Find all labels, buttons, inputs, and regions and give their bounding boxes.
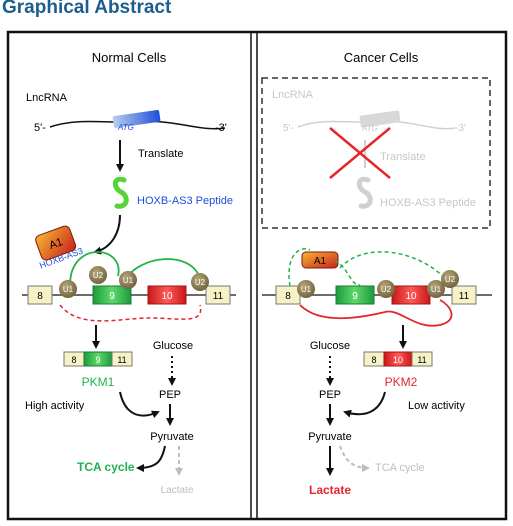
cancer-u2-label-b: U2 xyxy=(445,275,456,284)
normal-a1-complex: A1 HOXB-AS3 xyxy=(35,225,84,271)
cancer-lncrna-label: LncRNA xyxy=(272,89,314,101)
cancer-atg-orf xyxy=(359,110,401,128)
cancer-five-prime: 5'- xyxy=(283,123,294,134)
normal-activity-label: High activity xyxy=(25,400,85,412)
cancer-exon-10-label: 10 xyxy=(405,291,417,302)
normal-glucose-label: Glucose xyxy=(153,340,193,352)
normal-u1-label-b: U1 xyxy=(123,276,134,285)
cancer-green-dashed-loop xyxy=(288,248,361,287)
cancer-lactate-label: Lactate xyxy=(309,483,351,497)
graphical-abstract-title: Graphical Abstract xyxy=(2,0,172,18)
cancer-activity-label: Low activity xyxy=(408,400,465,412)
normal-mrna-exon-11 xyxy=(111,351,133,367)
cancer-a1-label: A1 xyxy=(314,256,327,267)
cancer-mrna-exon-8-label: 8 xyxy=(371,355,376,365)
normal-exon-8-label: 8 xyxy=(37,291,43,302)
normal-exon-10 xyxy=(147,285,187,305)
cancer-glucose-label: Glucose xyxy=(310,340,350,352)
normal-lncrna-label: LncRNA xyxy=(26,92,68,104)
cancer-pkm-label: PKM2 xyxy=(385,375,418,389)
normal-mrna-exon-8-label: 8 xyxy=(71,355,76,365)
cancer-peptide-label: HOXB-AS3 Peptide xyxy=(380,197,476,209)
cancer-cells-panel: Cancer Cells LncRNA 5'- -3' ATG Translat… xyxy=(261,50,492,497)
cancer-green-dashed-loop-2 xyxy=(339,251,446,279)
cancer-pep-label: PEP xyxy=(319,389,341,401)
cancer-translate-label: Translate xyxy=(380,151,425,163)
cancer-exon-8-label: 8 xyxy=(285,291,291,302)
normal-binding-arrow xyxy=(93,214,121,255)
normal-pyruvate-to-tca-arrow xyxy=(136,445,166,472)
normal-u1-protein-a xyxy=(59,280,77,298)
cancer-u1-protein-a xyxy=(297,280,315,298)
cancer-peptide-squiggle xyxy=(356,176,373,209)
normal-mrna-exon-9-label: 9 xyxy=(95,355,100,365)
cancer-u2-label-a: U2 xyxy=(381,285,392,294)
normal-peptide-squiggle xyxy=(112,176,129,209)
normal-tca-label: TCA cycle xyxy=(77,460,135,474)
normal-peptide-label: HOXB-AS3 Peptide xyxy=(137,195,233,207)
cancer-pyruvate-to-tca-arrow xyxy=(339,445,370,472)
cancer-translation-blocked-cross xyxy=(329,127,391,179)
cancer-three-prime: -3' xyxy=(455,123,466,134)
cancer-u2-protein-a xyxy=(377,280,395,298)
normal-exon-11 xyxy=(205,285,231,305)
cancer-red-loop xyxy=(299,299,453,327)
normal-pyruvate-label: Pyruvate xyxy=(150,431,193,443)
normal-u1-protein-b xyxy=(119,271,137,289)
normal-exon-11-label: 11 xyxy=(213,291,224,302)
normal-mrna-exon-11-label: 11 xyxy=(117,355,126,365)
normal-u2-protein-b xyxy=(191,273,209,291)
cancer-exon-11-label: 11 xyxy=(459,291,470,302)
cancer-u1-protein-b xyxy=(427,280,445,298)
normal-green-loop-1 xyxy=(69,251,120,286)
normal-exon-9 xyxy=(92,285,132,305)
cancer-u2-protein-b xyxy=(441,270,459,288)
normal-cells-panel: Normal Cells LncRNA 5'- -3' ATG Translat… xyxy=(22,50,236,496)
normal-u2-label-a: U2 xyxy=(93,271,104,280)
normal-red-dashed-loop xyxy=(59,304,202,322)
normal-u1-label-a: U1 xyxy=(63,285,74,294)
cancer-tca-label: TCA cycle xyxy=(375,462,425,474)
normal-pkm-label: PKM1 xyxy=(82,375,115,389)
cancer-exon-9 xyxy=(335,285,375,305)
normal-three-prime: -3' xyxy=(215,122,227,134)
normal-exon-10-label: 10 xyxy=(161,291,173,302)
normal-exon-9-label: 9 xyxy=(109,291,115,302)
normal-five-prime: 5'- xyxy=(34,122,46,134)
cancer-a1-protein xyxy=(301,251,339,269)
cancer-mrna-exon-11-label: 11 xyxy=(417,355,426,365)
normal-a1-protein xyxy=(35,225,77,261)
normal-pkm-catalysis-arrow xyxy=(119,391,160,419)
cancer-pyruvate-label: Pyruvate xyxy=(308,431,351,443)
cancer-mrna-exon-11 xyxy=(411,351,433,367)
normal-exon-8 xyxy=(27,285,53,305)
cancer-mrna-exon-10-label: 10 xyxy=(393,355,403,365)
cancer-dashed-box xyxy=(261,77,491,229)
normal-lactate-label: Lactate xyxy=(161,485,194,496)
normal-a1-label: A1 xyxy=(48,236,65,252)
cancer-exon-9-label: 9 xyxy=(352,291,358,302)
cancer-exon-11 xyxy=(451,285,477,305)
cancer-u1-label-b: U1 xyxy=(431,285,442,294)
cancer-panel-title: Cancer Cells xyxy=(344,50,419,65)
normal-u2-protein-a xyxy=(89,266,107,284)
normal-pep-label: PEP xyxy=(159,389,181,401)
normal-translate-label: Translate xyxy=(138,148,183,160)
normal-u2-label-b: U2 xyxy=(195,278,206,287)
cancer-u1-label-a: U1 xyxy=(301,285,312,294)
cancer-atg-label: ATG xyxy=(361,124,378,133)
normal-panel-title: Normal Cells xyxy=(92,50,167,65)
normal-atg-orf xyxy=(112,109,161,128)
normal-atg-label: ATG xyxy=(117,123,134,132)
cancer-pkm-catalysis-arrow xyxy=(343,391,386,418)
